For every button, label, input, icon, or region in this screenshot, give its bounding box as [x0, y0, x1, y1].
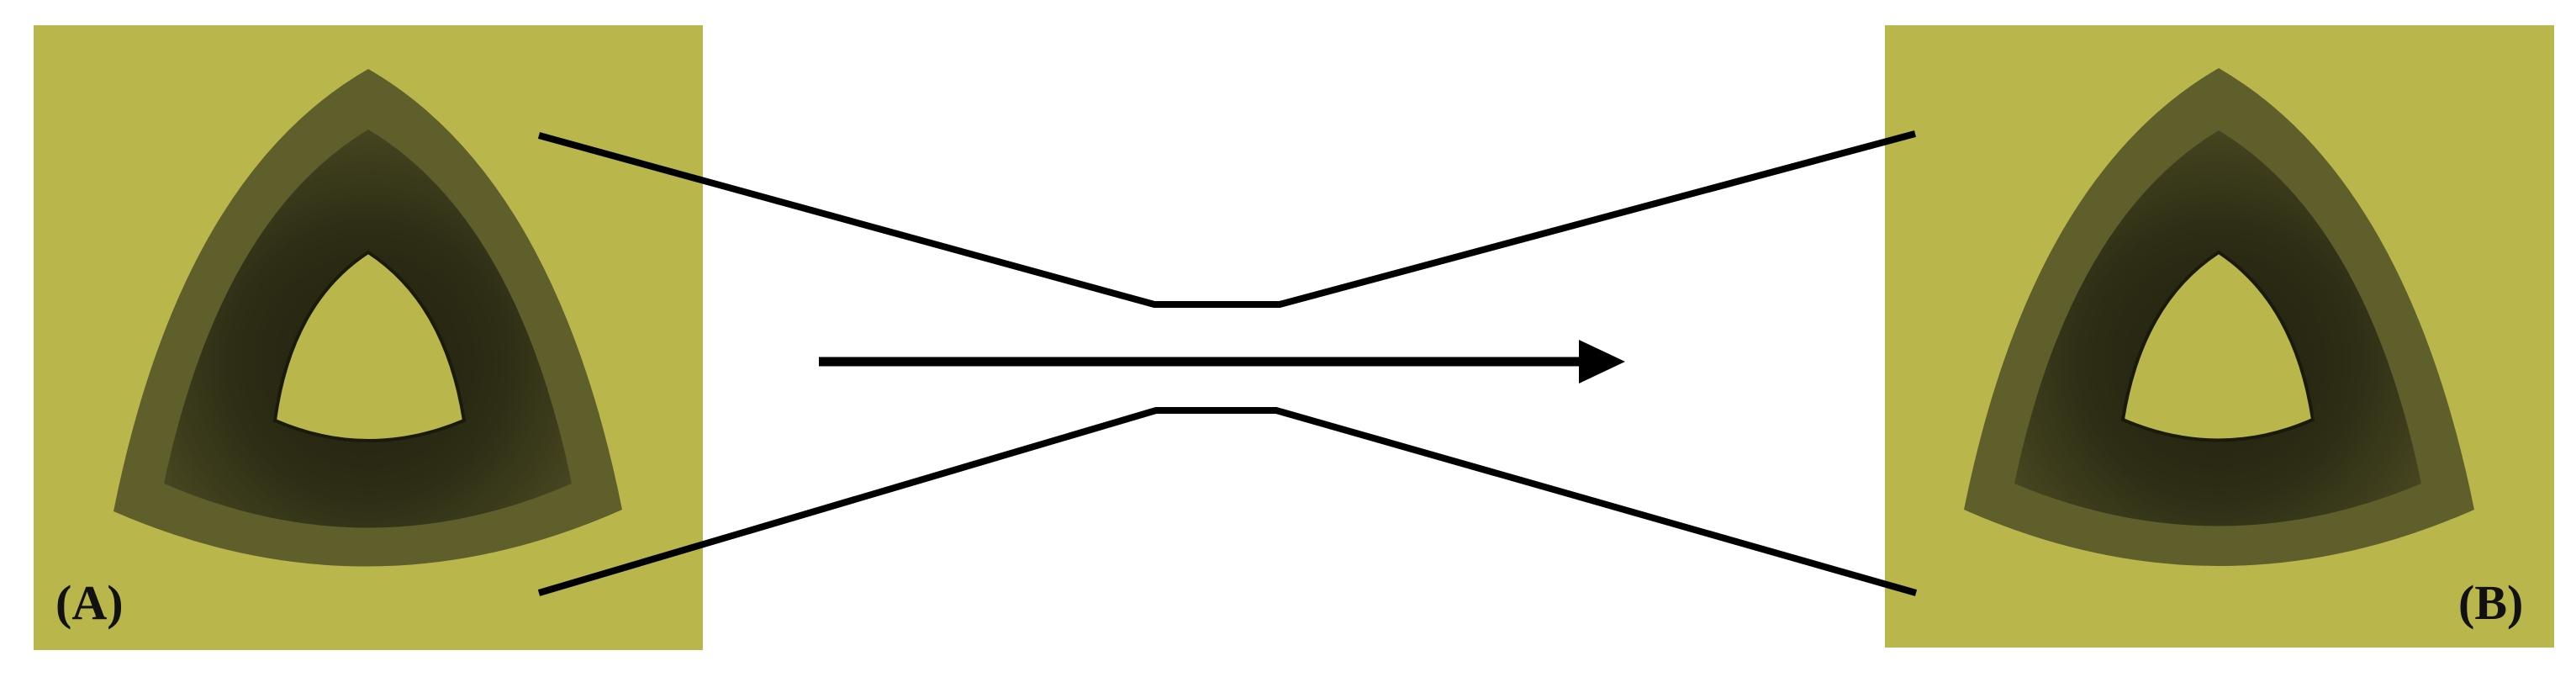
panel-b-label: (B) [2458, 575, 2524, 630]
upper-connector-line [537, 130, 1917, 308]
panel-b [1885, 25, 2554, 648]
lower-connector-line [537, 407, 1918, 596]
panel-a [34, 25, 703, 650]
right-arrow-icon [819, 340, 1625, 383]
panel-a-hole [272, 250, 467, 442]
panel-b-hole [2120, 250, 2315, 442]
panel-a-label: (A) [55, 575, 124, 630]
